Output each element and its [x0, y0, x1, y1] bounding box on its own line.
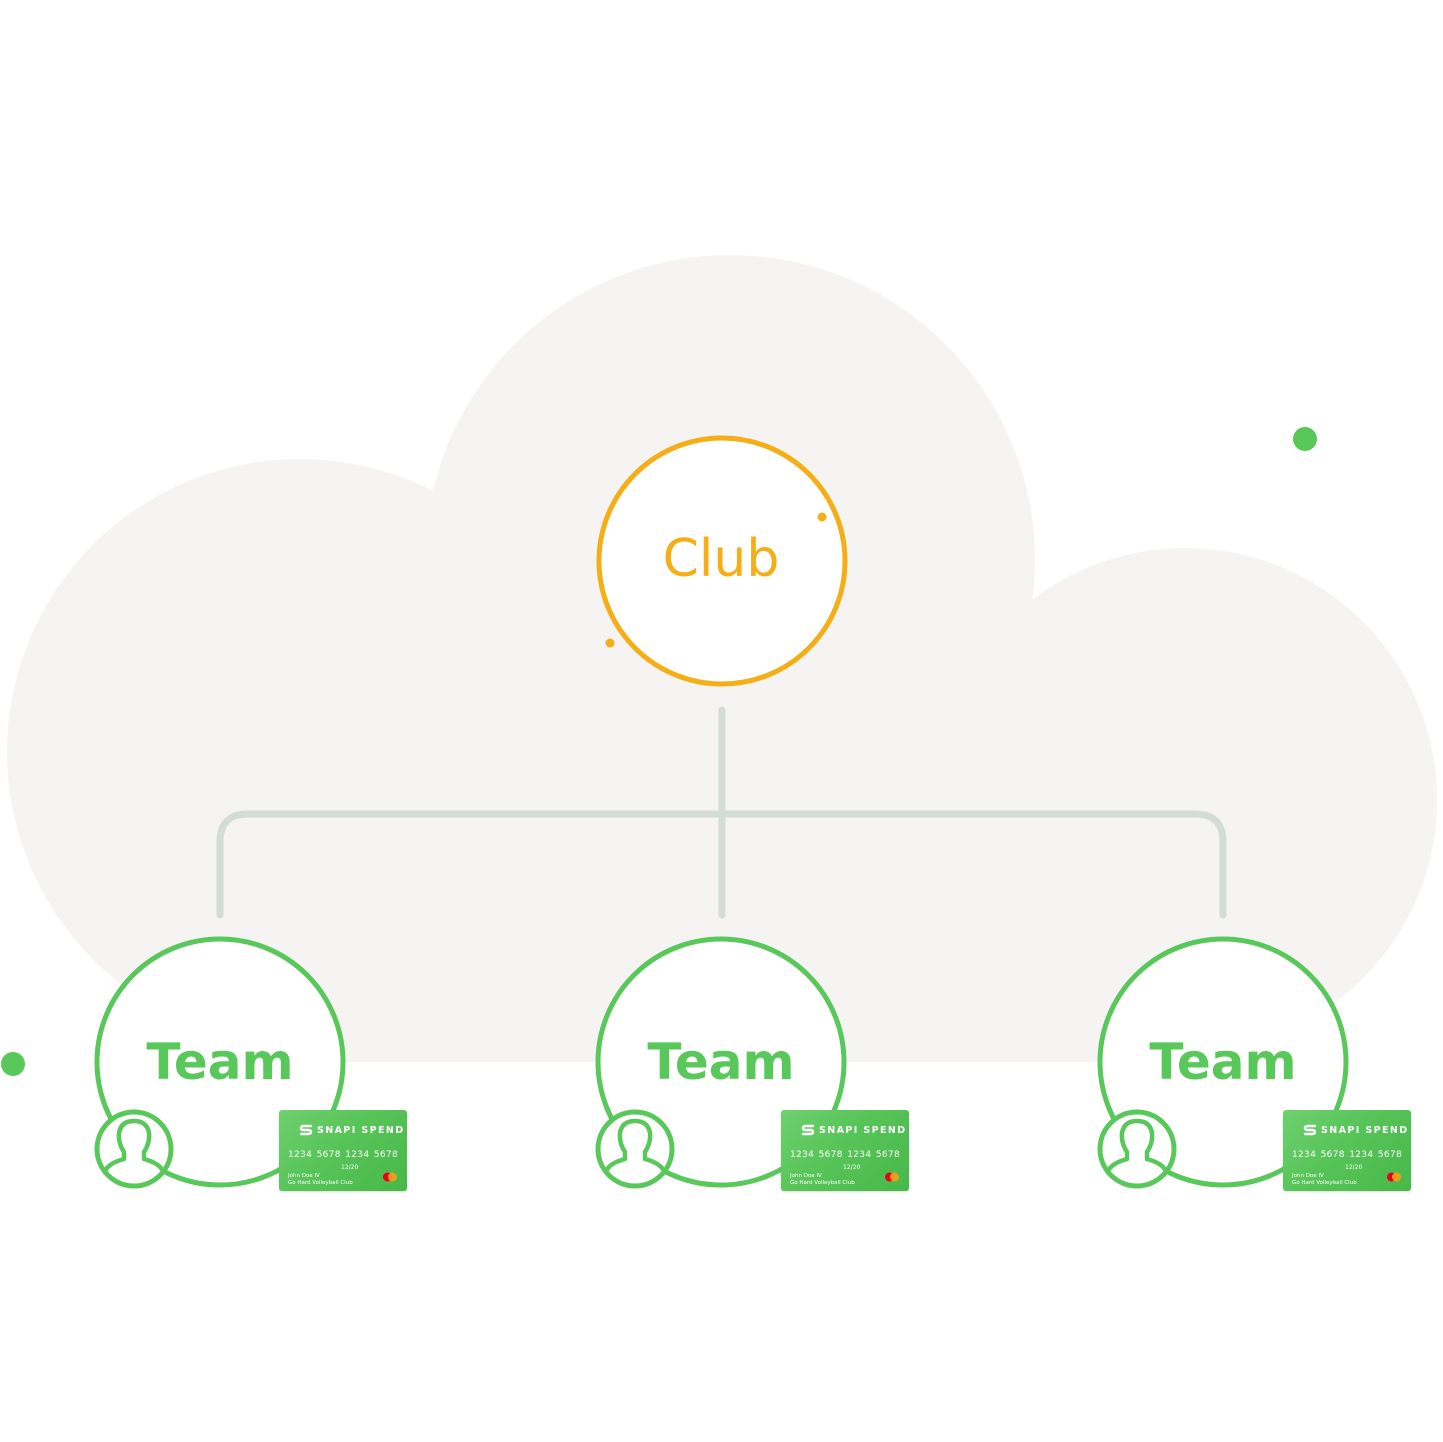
card-number-group: 1234 — [345, 1150, 370, 1160]
card-holder: John Doe IV Go Hard Volleyball Club — [790, 1173, 855, 1187]
club-node — [596, 435, 848, 687]
person-icon — [94, 1109, 174, 1189]
card-holder-org: Go Hard Volleyball Club — [288, 1180, 353, 1186]
snapi-logo-icon — [1303, 1124, 1317, 1136]
card-number-group: 1234 — [1292, 1150, 1317, 1160]
card-holder-name: John Doe IV — [1292, 1173, 1324, 1179]
card-number-group: 5678 — [316, 1150, 341, 1160]
card-number-group: 5678 — [1377, 1150, 1402, 1160]
card-holder-name: John Doe IV — [288, 1173, 320, 1179]
card-expiry: 12/20 — [1345, 1164, 1363, 1171]
card-number-group: 5678 — [875, 1150, 900, 1160]
card-number-group: 1234 — [288, 1150, 313, 1160]
card-expiry: 12/20 — [843, 1164, 861, 1171]
mastercard-icon — [1387, 1172, 1401, 1182]
card-number-group: 1234 — [1349, 1150, 1374, 1160]
card-number-group: 5678 — [818, 1150, 843, 1160]
card-brand-text: SNAPI SPEND — [317, 1124, 405, 1136]
card-number: 1234 5678 1234 5678 — [1292, 1150, 1402, 1160]
card-holder-org: Go Hard Volleyball Club — [790, 1180, 855, 1186]
spend-card: SNAPI SPEND 1234 5678 1234 5678 12/20 Jo… — [279, 1110, 407, 1191]
card-brand-text: SNAPI SPEND — [1321, 1124, 1409, 1136]
card-holder-org: Go Hard Volleyball Club — [1292, 1180, 1357, 1186]
card-holder: John Doe IV Go Hard Volleyball Club — [288, 1173, 353, 1187]
person-icon — [595, 1109, 675, 1189]
connector-lines — [216, 706, 1227, 919]
card-expiry: 12/20 — [341, 1164, 359, 1171]
card-number-group: 5678 — [373, 1150, 398, 1160]
card-brand-text: SNAPI SPEND — [819, 1124, 907, 1136]
team-label: Team — [1149, 1033, 1297, 1091]
card-number-group: 1234 — [790, 1150, 815, 1160]
card-holder: John Doe IV Go Hard Volleyball Club — [1292, 1173, 1357, 1187]
mastercard-icon — [383, 1172, 397, 1182]
spend-card: SNAPI SPEND 1234 5678 1234 5678 12/20 Jo… — [781, 1110, 909, 1191]
team-label: Team — [146, 1033, 294, 1091]
club-label: Club — [662, 529, 780, 589]
decor-dot-left — [1, 1052, 25, 1076]
card-holder-name: John Doe IV — [790, 1173, 822, 1179]
card-number: 1234 5678 1234 5678 — [288, 1150, 398, 1160]
snapi-logo-icon — [801, 1124, 815, 1136]
club-accent-dot — [817, 512, 827, 522]
decor-dot-right — [1293, 427, 1317, 451]
club-accent-dot — [605, 638, 615, 648]
team-label: Team — [647, 1033, 795, 1091]
card-number-group: 5678 — [1320, 1150, 1345, 1160]
spend-card: SNAPI SPEND 1234 5678 1234 5678 12/20 Jo… — [1283, 1110, 1411, 1191]
snapi-logo-icon — [299, 1124, 313, 1136]
card-number-group: 1234 — [847, 1150, 872, 1160]
card-number: 1234 5678 1234 5678 — [790, 1150, 900, 1160]
person-icon — [1097, 1109, 1177, 1189]
mastercard-icon — [885, 1172, 899, 1182]
